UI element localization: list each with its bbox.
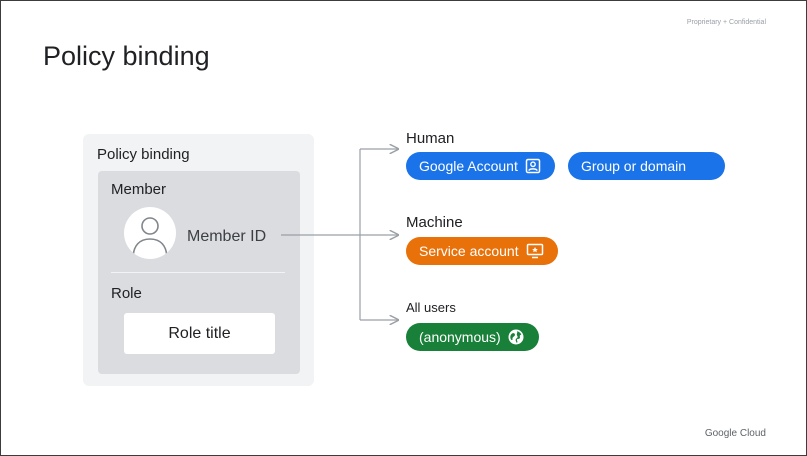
- human-label: Human: [406, 130, 455, 147]
- service-account-label: Service account: [419, 243, 519, 259]
- policy-binding-label: Policy binding: [97, 146, 190, 163]
- machine-label: Machine: [406, 214, 463, 231]
- group-or-domain-pill: Group or domain: [568, 152, 725, 180]
- anonymous-pill: (anonymous): [406, 323, 539, 351]
- role-title-box: Role title: [124, 313, 275, 354]
- group-or-domain-label: Group or domain: [581, 158, 687, 174]
- divider: [111, 272, 285, 273]
- confidential-label: Proprietary + Confidential: [686, 19, 766, 26]
- google-account-pill: Google Account: [406, 152, 555, 180]
- google-account-label: Google Account: [419, 158, 518, 174]
- role-label: Role: [111, 285, 142, 302]
- policy-binding-panel: Policy binding Member Member ID Role Rol…: [83, 134, 314, 386]
- service-account-icon: [526, 243, 544, 259]
- globe-icon: [508, 329, 524, 345]
- member-label: Member: [111, 181, 167, 198]
- anonymous-label: (anonymous): [419, 329, 501, 345]
- account-box-icon: [525, 158, 541, 174]
- page-title: Policy binding: [43, 41, 210, 71]
- google-cloud-logo: Google Cloud: [704, 428, 766, 439]
- all-users-label: All users: [406, 300, 456, 315]
- member-id-label: Member ID: [187, 228, 267, 245]
- person-avatar-icon: [124, 207, 176, 259]
- service-account-pill: Service account: [406, 237, 558, 265]
- member-panel: Member Member ID Role Role title: [98, 171, 300, 374]
